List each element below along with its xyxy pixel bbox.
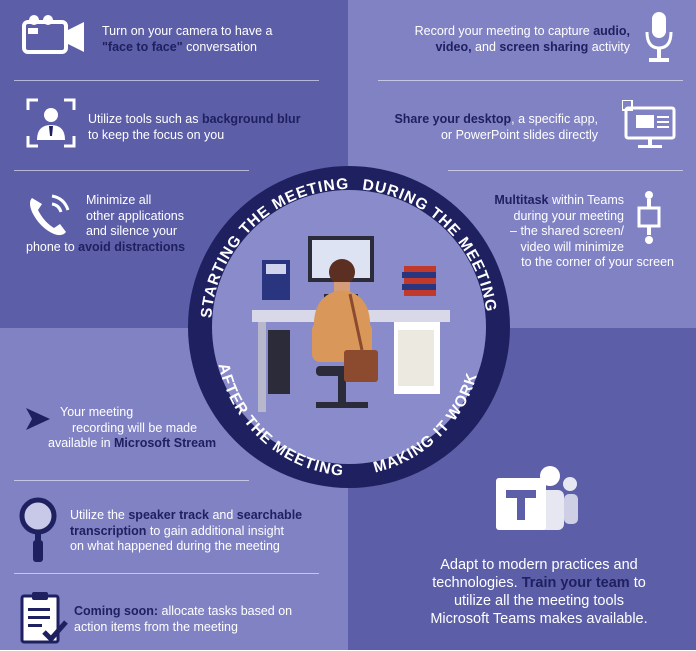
clipboard-check-icon	[20, 590, 68, 651]
divider	[378, 80, 683, 81]
divider	[14, 80, 319, 81]
video-camera-icon	[20, 14, 88, 63]
microphone-icon	[644, 10, 674, 71]
multitask-icon	[636, 190, 662, 251]
recording-tip: Your meeting recording will be made avai…	[48, 405, 217, 450]
magnifier-icon	[16, 496, 60, 569]
teams-logo-icon	[494, 462, 580, 547]
ring-labels: STARTING THE MEETING DURING THE MEETING …	[198, 176, 499, 480]
phone-silent-icon	[24, 190, 74, 245]
divider	[14, 170, 249, 171]
ring-label-making: MAKING IT WORK	[372, 370, 481, 476]
distractions-tip: Minimize all other applications and sile…	[26, 193, 186, 254]
tasks-tip: Coming soon: allocate tasks based on act…	[74, 604, 293, 634]
multitask-tip: Multitask within Teams during your meeti…	[494, 193, 674, 269]
share-tip: Share your desktop, a specific app, or P…	[394, 112, 598, 142]
divider	[14, 573, 319, 574]
play-arrow-icon	[22, 408, 52, 435]
ring-label-starting: STARTING THE MEETING	[198, 176, 349, 319]
screen-share-icon	[621, 99, 678, 157]
divider	[448, 170, 683, 171]
record-tip: Record your meeting to capture audio, vi…	[414, 24, 630, 54]
transcription-tip: Utilize the speaker track and searchable…	[70, 508, 303, 553]
desk-illustration	[212, 190, 486, 464]
closing-message: Adapt to modern practices and technologi…	[430, 557, 648, 627]
blur-tip: Utilize tools such as background blur to…	[88, 112, 301, 142]
divider	[14, 480, 249, 481]
person-focus-icon	[26, 98, 76, 153]
camera-tip: Turn on your camera to have a "face to f…	[102, 24, 273, 54]
ring-label-after: AFTER THE MEETING	[215, 362, 345, 480]
ring-label-during: DURING THE MEETING	[361, 177, 499, 314]
